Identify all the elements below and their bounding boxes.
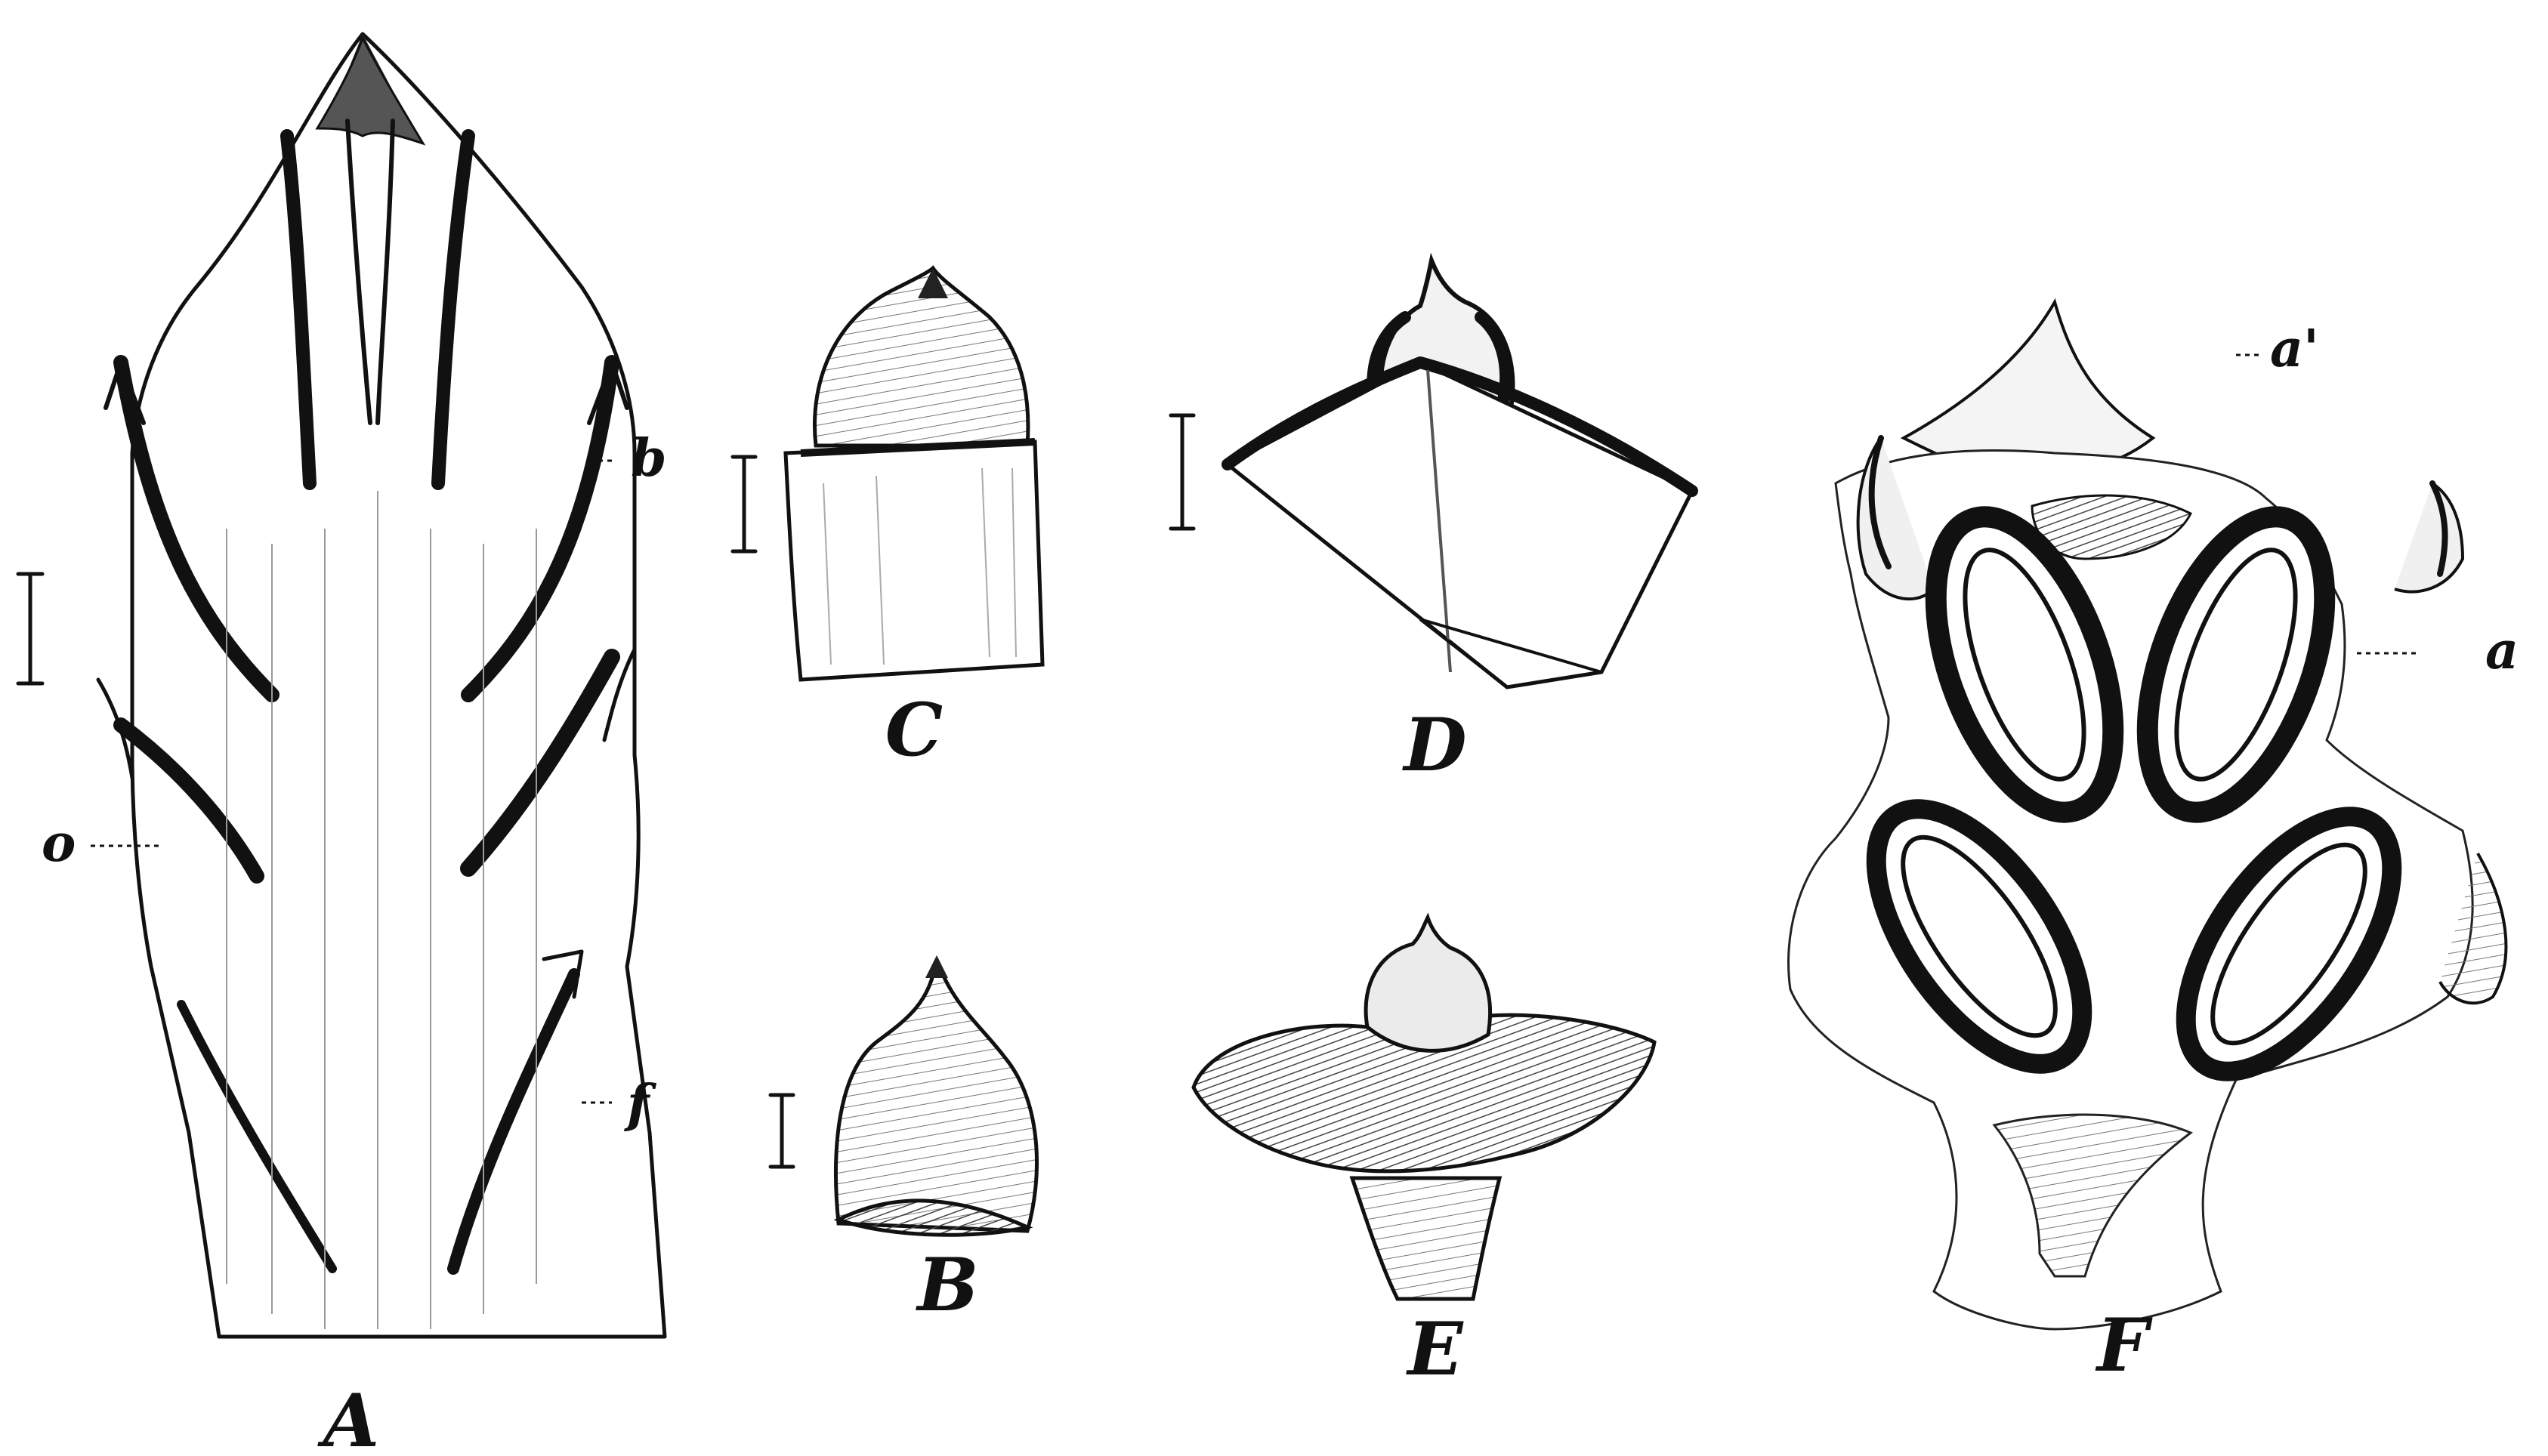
figure-f-label: F bbox=[2095, 1303, 2153, 1388]
figure-a-part-o-label: o bbox=[42, 813, 76, 874]
figure-d-drawing bbox=[1171, 261, 1692, 687]
figure-c-drawing bbox=[733, 268, 1042, 680]
figure-b-drawing bbox=[771, 955, 1036, 1235]
figure-f-part-a-label: a bbox=[2485, 621, 2519, 681]
figure-a-part-f-label: f bbox=[624, 1074, 656, 1134]
figure-d-label: D bbox=[1401, 702, 1466, 788]
figure-f-drawing bbox=[1789, 302, 2506, 1329]
figure-a-part-b-label: b bbox=[631, 428, 667, 489]
scale-bar-c bbox=[733, 457, 755, 551]
figure-e-drawing bbox=[1194, 918, 1654, 1299]
figure-a-label: A bbox=[317, 1378, 379, 1456]
figure-b-label: B bbox=[915, 1242, 978, 1328]
figure-c-label: C bbox=[885, 687, 943, 773]
scale-bar-a bbox=[18, 574, 42, 683]
scale-bar-d bbox=[1171, 415, 1194, 529]
figure-e-label: E bbox=[1405, 1306, 1464, 1392]
figure-a-drawing bbox=[18, 34, 665, 1337]
figure-f-part-a-prime-label: a' bbox=[2270, 319, 2319, 379]
scale-bar-b bbox=[771, 1095, 793, 1167]
